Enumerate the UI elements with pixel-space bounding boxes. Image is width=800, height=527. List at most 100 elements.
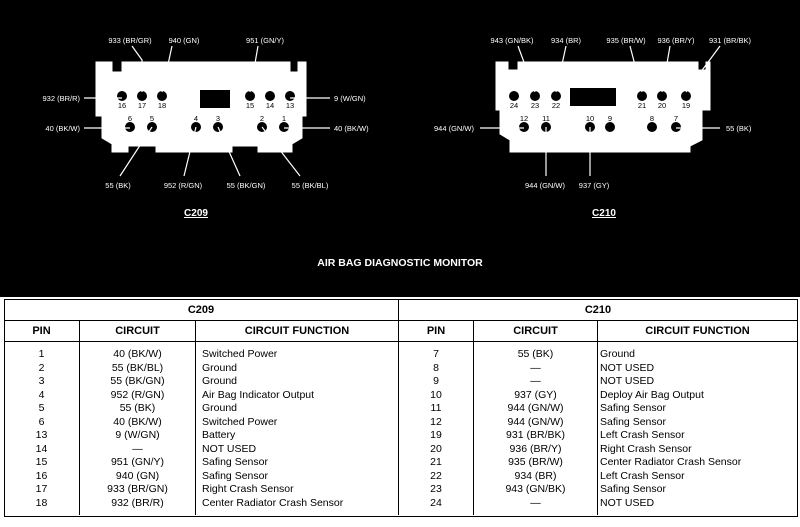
column-header: CIRCUIT FUNCTION: [645, 325, 750, 337]
table-divider: [195, 320, 196, 515]
table-cell: —: [530, 375, 541, 387]
c210-callout: 944 (GN/W): [525, 181, 566, 190]
c209-cavity-number: 17: [138, 101, 146, 110]
c210-callout: 936 (BR/Y): [657, 36, 695, 45]
c210-cavity-number: 22: [552, 101, 560, 110]
table-rule: [4, 341, 798, 342]
table-cell: 15: [35, 456, 48, 468]
c209-cavity-number: 13: [286, 101, 294, 110]
c210-cavity-number: 9: [608, 114, 612, 123]
c210-cavity: [551, 91, 561, 101]
table-divider: [473, 320, 474, 515]
table-cell: 13: [35, 429, 48, 441]
table-cell: 951 (GN/Y): [110, 456, 165, 468]
c209-cavity-number: 3: [216, 114, 220, 123]
diagram-title: AIR BAG DIAGNOSTIC MONITOR: [317, 257, 483, 269]
table-divider: [597, 320, 598, 515]
table-cell: NOT USED: [202, 442, 257, 455]
wire-line: [685, 45, 721, 93]
table-cell: 6: [38, 415, 45, 428]
c209-cavity-number: 18: [158, 101, 166, 110]
c209-cavity-number: 14: [266, 101, 274, 110]
table-cell: Right Crash Sensor: [202, 483, 294, 495]
c209-key-slot: [200, 90, 230, 108]
table-cell: Switched Power: [202, 415, 278, 428]
table-cell: 19: [430, 429, 442, 441]
group-header-c210: C210: [584, 304, 612, 316]
c210-cavity-number: 8: [650, 114, 654, 123]
table-cell: Air Bag Indicator Output: [202, 388, 315, 401]
wire-line: [161, 45, 173, 93]
table-divider: [79, 320, 80, 515]
c209-callout: 55 (BK): [105, 181, 131, 190]
column-header: CIRCUIT: [513, 325, 558, 337]
c209-cavity: [137, 91, 147, 101]
wire-line: [517, 45, 536, 93]
c210-callout: 944 (GN/W): [434, 124, 475, 133]
table-cell: 17: [35, 483, 48, 495]
c209-callout: 55 (BK/BL): [292, 181, 329, 190]
c210-cavity-number: 19: [682, 101, 690, 110]
table-cell: 944 (GN/W): [507, 415, 564, 428]
c209-cavity-number: 2: [260, 114, 264, 123]
c210-cavity-number: 21: [638, 101, 646, 110]
table-cell: 8: [433, 361, 439, 374]
table-cell: 1: [38, 348, 45, 360]
c209-cavity: [265, 91, 275, 101]
table-cell: 943 (GN/BK): [505, 483, 566, 495]
table-cell: Center Radiator Crash Sensor: [600, 456, 742, 468]
c210-callout: 937 (GY): [579, 181, 610, 190]
c210-callout: 55 (BK): [726, 124, 752, 133]
table-divider: [398, 299, 399, 515]
c209-cavity-number: 1: [282, 114, 286, 123]
table-cell: Left Crash Sensor: [600, 469, 685, 482]
c210-cavity-number: 24: [510, 101, 518, 110]
c209-callout: 932 (BR/R): [42, 94, 80, 103]
table-cell: 932 (BR/R): [111, 496, 164, 509]
c210-cavity: [671, 122, 681, 132]
table-cell: 55 (BK/BL): [111, 361, 164, 374]
c210-cavity-number: 12: [520, 114, 528, 123]
table-cell: Left Crash Sensor: [600, 429, 685, 441]
c210-cavity: [657, 91, 667, 101]
wire-line: [261, 126, 301, 177]
c210-body: [495, 61, 711, 153]
c210-cavity: [509, 91, 519, 101]
table-cell: 931 (BR/BK): [506, 429, 565, 441]
table-cell: Ground: [202, 375, 238, 387]
table-cell: —: [132, 442, 143, 455]
table-cell: 9: [433, 375, 439, 387]
table-cell: NOT USED: [600, 496, 655, 509]
column-header: PIN: [426, 325, 446, 337]
c209-cavity: [245, 91, 255, 101]
c210-key-slot: [570, 88, 616, 106]
wire-line: [249, 45, 259, 93]
table-cell: Switched Power: [202, 348, 278, 360]
table-cell: 55 (BK): [517, 348, 554, 360]
table-cell: Deploy Air Bag Output: [600, 388, 704, 401]
table-cell: 10: [430, 388, 442, 401]
table-cell: 55 (BK): [119, 402, 156, 414]
table-cell: —: [530, 361, 541, 374]
c209-callout: 951 (GN/Y): [246, 36, 284, 45]
c209-name: C209: [184, 208, 208, 219]
table-cell: 944 (GN/W): [507, 402, 564, 414]
c210-name: C210: [592, 208, 616, 219]
table-cell: 935 (BR/W): [508, 456, 563, 468]
table-cell: 7: [433, 348, 439, 360]
table-cell: 5: [38, 402, 45, 414]
table-cell: Center Radiator Crash Sensor: [202, 496, 344, 509]
table-cell: 22: [430, 469, 442, 482]
table-cell: 12: [430, 415, 442, 428]
table-cell: 23: [430, 483, 442, 495]
column-header: CIRCUIT: [115, 325, 160, 337]
table-cell: Ground: [600, 348, 636, 360]
table-cell: 55 (BK/GN): [110, 375, 165, 387]
c210-cavity-number: 11: [542, 114, 550, 123]
table-cell: 16: [35, 469, 48, 482]
table-cell: Safing Sensor: [600, 402, 666, 414]
c210-callout: 931 (BR/BK): [709, 36, 752, 45]
